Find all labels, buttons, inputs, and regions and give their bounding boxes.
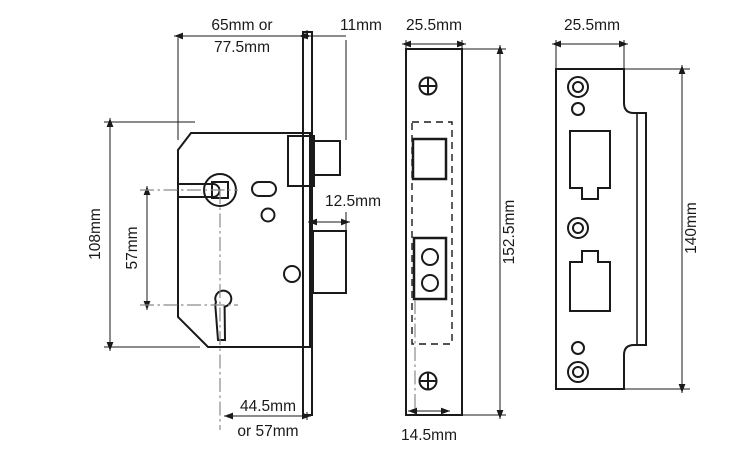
- countersunk-hole-lower-inner: [572, 366, 584, 378]
- dim-label-forend-width: 25.5mm: [406, 17, 462, 34]
- forend-dimensions: [402, 40, 506, 419]
- arrow-height-bottom: [106, 342, 114, 351]
- pilot-hole-upper: [571, 102, 585, 116]
- countersunk-hole-lower-outer: [567, 361, 589, 383]
- strike-plate-dimensions: [552, 40, 690, 393]
- arrow-case-width-left: [408, 407, 417, 415]
- screw-head-upper-circle: [418, 76, 438, 96]
- dim-label-forend-length: 152.5mm: [501, 200, 518, 265]
- dim-label-bolt-throw: 12.5mm: [325, 193, 381, 210]
- arrow-backset-bottom-right: [302, 412, 311, 420]
- fixing-hole-lower: [283, 265, 301, 283]
- forend-faceplate-front-view: [405, 48, 463, 416]
- hidden-case-rect: [411, 121, 453, 345]
- oval-fixing-slot: [251, 181, 277, 197]
- screw-head-lower-circle: [418, 371, 438, 391]
- countersunk-hole-middle-outer: [567, 217, 589, 239]
- countersunk-hole-upper-outer: [567, 76, 589, 98]
- arrow-strike-length-top: [678, 65, 686, 74]
- arrow-forend-thickness: [299, 32, 308, 40]
- arrow-forend-width-left: [402, 40, 411, 48]
- strike-plate-front-view: [555, 68, 647, 390]
- arrow-height-top: [106, 118, 114, 127]
- dim-label-forend-thickness: 11mm: [340, 17, 382, 34]
- arrow-backset-top-left: [174, 32, 183, 40]
- arrow-forend-width-right: [457, 40, 466, 48]
- strike-aperture-upper: [569, 130, 611, 200]
- keyhole: [214, 289, 233, 341]
- arrow-throw-left: [308, 218, 317, 226]
- dim-label-case-width: 14.5mm: [401, 427, 457, 444]
- latch-bolt-aperture: [411, 137, 448, 181]
- strike-plate-dimension-labels: 25.5mm 140mm: [564, 17, 700, 254]
- small-fixing-hole-upper: [260, 207, 276, 223]
- arrow-backset-bottom-left: [224, 412, 233, 420]
- lock-body-dimension-labels: 65mm or 77.5mm 11mm 12.5mm 108mm 57mm 44…: [87, 17, 382, 440]
- strike-aperture-lower: [569, 250, 611, 312]
- arrow-strike-length-bottom: [678, 384, 686, 393]
- arrow-throw-right: [341, 218, 350, 226]
- dim-label-strike-length: 140mm: [683, 202, 700, 254]
- arrow-case-width-right: [441, 407, 450, 415]
- arrow-strike-width-left: [552, 40, 561, 48]
- faceplate-outline: [405, 48, 463, 416]
- keeper-hole-lower: [421, 274, 439, 292]
- pilot-hole-lower: [571, 341, 585, 355]
- dead-bolt-aperture: [412, 236, 448, 301]
- countersunk-hole-middle-inner: [572, 222, 584, 234]
- dim-label-case-height: 108mm: [87, 208, 104, 260]
- lock-body-dimensions: [104, 30, 350, 420]
- lock-body-centre-lines: [140, 189, 238, 430]
- dim-label-centres: 57mm: [124, 226, 141, 269]
- dim-label-backset-top-2: 77.5mm: [214, 39, 270, 56]
- dim-label-strike-width: 25.5mm: [564, 17, 620, 34]
- arrow-forend-length-top: [496, 45, 504, 54]
- arrow-forend-length-bottom: [496, 410, 504, 419]
- arrow-strike-width-right: [619, 40, 628, 48]
- forend-dimension-labels: 25.5mm 152.5mm 14.5mm: [401, 17, 518, 444]
- dim-label-backset-bottom-2: or 57mm: [237, 423, 298, 440]
- strike-plate-outline: [555, 68, 647, 390]
- keeper-hole-upper: [421, 248, 439, 266]
- lock-case-outline: [177, 132, 311, 348]
- dim-label-backset-top-1: 65mm or: [211, 17, 272, 34]
- dim-label-backset-bottom-1: 44.5mm: [240, 398, 296, 415]
- forend-hidden-case-outline: [411, 121, 453, 345]
- countersunk-hole-upper-inner: [572, 81, 584, 93]
